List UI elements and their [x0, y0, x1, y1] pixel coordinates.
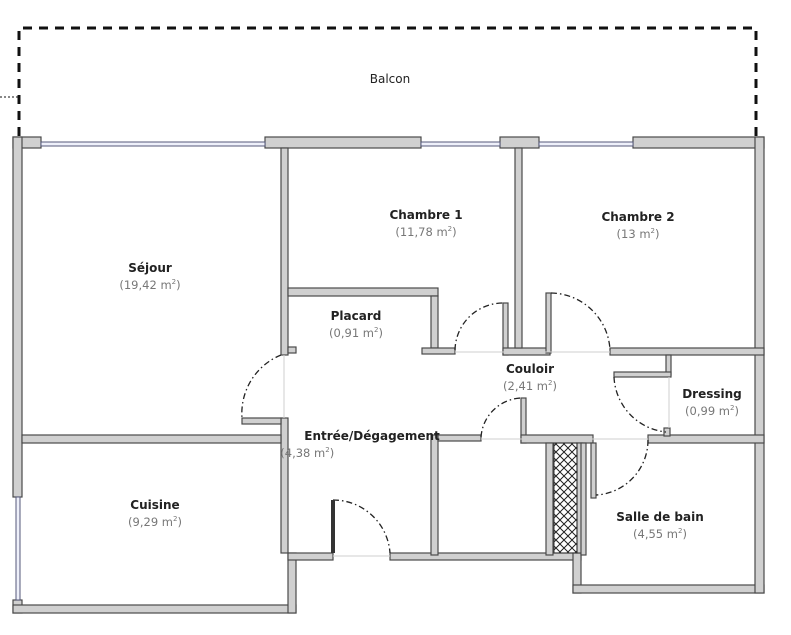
room-name: Dressing — [682, 387, 742, 401]
windows — [15, 141, 634, 601]
room-sejour: Séjour (19,42 m2) — [119, 261, 180, 292]
room-couloir: Couloir (2,41 m2) — [503, 362, 557, 393]
room-area: (9,29 m2) — [128, 515, 182, 529]
room-name: Balcon — [369, 72, 411, 86]
room-name: Chambre 2 — [601, 210, 675, 224]
room-area: (11,78 m2) — [395, 225, 457, 239]
door-thresholds — [283, 351, 670, 557]
room-area: (2,41 m2) — [503, 379, 557, 393]
room-area: (0,99 m2) — [685, 404, 739, 418]
room-name: Chambre 1 — [389, 208, 463, 222]
door-swings — [241, 292, 667, 554]
room-cuisine: Cuisine (9,29 m2) — [128, 498, 182, 529]
room-name: Couloir — [506, 362, 554, 376]
room-name: Entrée/Dégagement — [304, 429, 440, 443]
room-chambre-2: Chambre 2 (13 m2) — [601, 210, 674, 241]
room-chambre-1: Chambre 1 (11,78 m2) — [389, 208, 462, 239]
room-area: (4,55 m2) — [633, 527, 687, 541]
room-area: (0,91 m2) — [329, 326, 383, 340]
room-name: Salle de bain — [616, 510, 704, 524]
room-name: Placard — [330, 309, 382, 323]
room-salle-de-bain: Salle de bain (4,55 m2) — [616, 510, 704, 541]
room-area: (19,42 m2) — [119, 278, 181, 292]
room-area: (13 m2) — [616, 227, 660, 241]
room-placard: Placard (0,91 m2) — [329, 309, 383, 340]
balcony-label: Balcon — [370, 72, 410, 86]
room-entree: Entrée/Dégagement (4,38 m2) — [280, 429, 440, 460]
room-name: Séjour — [128, 261, 172, 275]
duct-hatched — [553, 442, 578, 554]
room-area: (4,38 m2) — [280, 446, 335, 460]
room-dressing: Dressing (0,99 m2) — [682, 387, 742, 418]
balcony-outline — [0, 26, 758, 136]
room-name: Cuisine — [130, 498, 180, 512]
